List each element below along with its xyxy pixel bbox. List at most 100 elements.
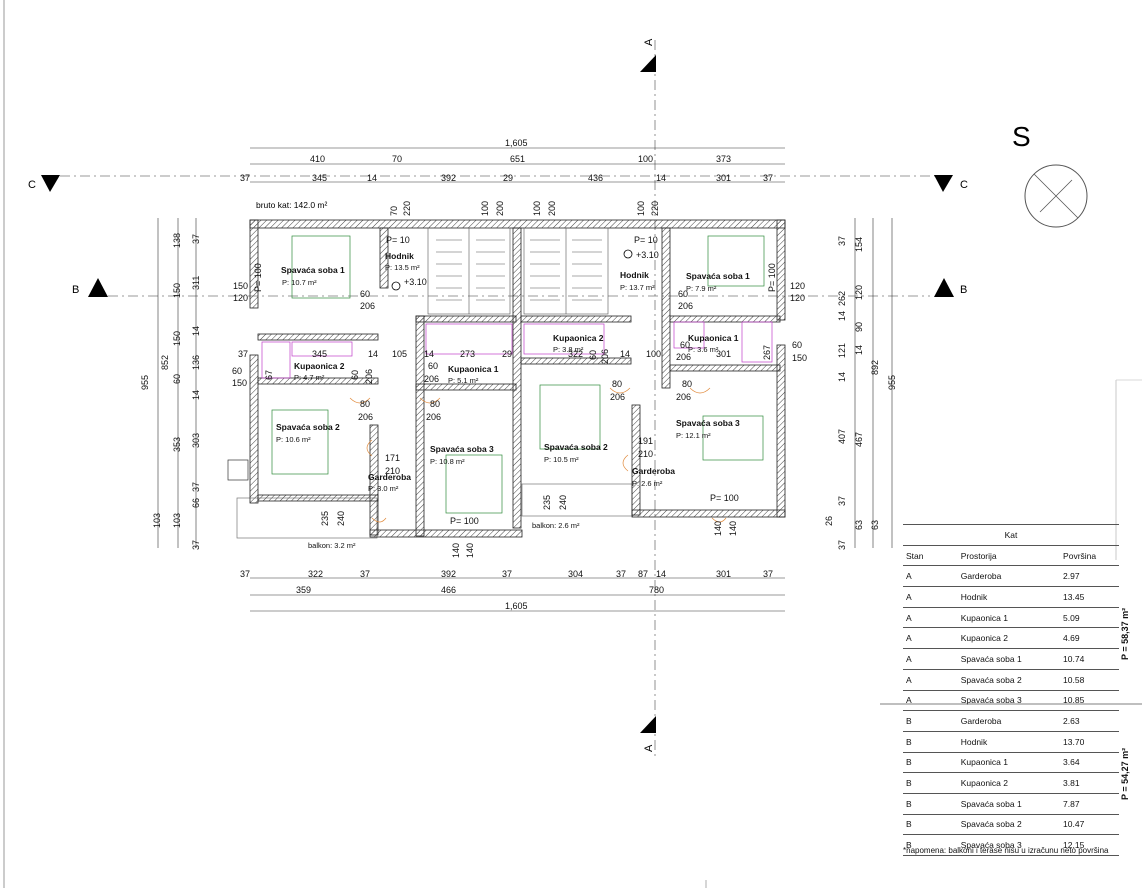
dim-right-37b: 37 (837, 496, 847, 506)
dim-left-136: 136 (191, 355, 201, 370)
section-marker-b-right: B (934, 278, 967, 297)
open-191: 191 (638, 436, 653, 446)
dim-right-955: 955 (887, 375, 897, 390)
dim-left-150b: 150 (172, 331, 182, 346)
header-prostorija: Prostorija (957, 545, 1061, 567)
dim-right-26: 26 (824, 516, 834, 526)
open-140-c: 140 (713, 521, 723, 536)
svg-text:Kupaonica 1: Kupaonica 1 (688, 333, 739, 343)
open-100-f: 100 (646, 349, 661, 359)
section-marker-c-left: C (28, 175, 60, 192)
svg-text:P: 13.5 m²: P: 13.5 m² (385, 263, 420, 272)
table-note: *napomena: balkoni i terase nisu u izrač… (903, 846, 1109, 855)
svg-text:B: B (960, 284, 967, 296)
dim-top-29: 29 (503, 173, 513, 183)
dim-right-63a: 63 (854, 520, 864, 530)
open-14-c: 14 (620, 349, 630, 359)
open-60-h: 60 (680, 340, 690, 350)
open-240-b: 240 (558, 495, 568, 510)
open-273: 273 (460, 349, 475, 359)
dim-left-852: 852 (160, 355, 170, 370)
open-322: 322 (568, 349, 583, 359)
room-b-hodnik: Hodnik P: 13.7 m² (620, 270, 655, 292)
svg-text:Spavaća soba 3: Spavaća soba 3 (676, 418, 740, 428)
open-220-a: 220 (402, 201, 412, 216)
open-120-b: 120 (790, 281, 805, 291)
svg-text:A: A (643, 38, 655, 46)
dim-top-345: 345 (312, 173, 327, 183)
svg-text:Spavaća soba 2: Spavaća soba 2 (276, 422, 340, 432)
dim-bot-466: 466 (441, 585, 456, 595)
open-150-a: 150 (233, 281, 248, 291)
dim-top-14b: 14 (656, 173, 666, 183)
dim-left-37a: 37 (191, 234, 201, 244)
dim-left-66: 66 (191, 498, 201, 508)
open-206-e: 206 (676, 392, 691, 402)
dim-right-120: 120 (854, 285, 864, 300)
svg-text:Spavaća soba 1: Spavaća soba 1 (281, 265, 345, 275)
dim-bot-37a: 37 (240, 569, 250, 579)
dim-right-14a: 14 (837, 311, 847, 321)
dim-bot-301: 301 (716, 569, 731, 579)
dim-bot-37e: 37 (763, 569, 773, 579)
open-206-g: 206 (426, 412, 441, 422)
dim-left-60: 60 (172, 374, 182, 384)
open-14-b: 14 (424, 349, 434, 359)
dim-right-467: 467 (854, 432, 864, 447)
opening-p10-a: P= 10 (386, 235, 410, 245)
section-marker-a-top: A (640, 38, 656, 72)
opening-p100-b2: P= 100 (710, 493, 739, 503)
svg-text:P: 12.1 m²: P: 12.1 m² (676, 431, 711, 440)
dim-top-651: 651 (510, 154, 525, 164)
level-marker-b (623, 249, 633, 259)
open-206-i: 206 (600, 349, 610, 364)
open-345: 345 (312, 349, 327, 359)
table-caption: Kat (903, 524, 1119, 546)
dim-right-14b: 14 (837, 372, 847, 382)
open-140-d: 140 (728, 521, 738, 536)
door-swings (349, 387, 727, 523)
dim-bot-37b: 37 (360, 569, 370, 579)
level-b: +3.10 (636, 250, 659, 260)
svg-text:Garderoba: Garderoba (632, 466, 675, 476)
dim-top-37a: 37 (240, 173, 250, 183)
svg-text:Hodnik: Hodnik (620, 270, 649, 280)
open-301: 301 (716, 349, 731, 359)
open-206-d: 206 (610, 392, 625, 402)
dimension-lines (157, 147, 893, 612)
dim-bot-total: 1,605 (505, 601, 528, 611)
dim-bot-87: 87 (638, 569, 648, 579)
open-60-a: 60 (360, 289, 370, 299)
open-14-a: 14 (368, 349, 378, 359)
dim-left-103a: 103 (172, 513, 182, 528)
open-60-f: 60 (350, 370, 360, 380)
dim-left-303: 303 (191, 433, 201, 448)
open-105: 105 (392, 349, 407, 359)
beds (271, 235, 765, 514)
dim-left-14a: 14 (191, 326, 201, 336)
open-80-a: 80 (612, 379, 622, 389)
dim-right-262: 262 (837, 291, 847, 306)
open-120-c: 120 (790, 293, 805, 303)
svg-text:B: B (72, 284, 79, 296)
dim-bot-14: 14 (656, 569, 666, 579)
section-marker-b-left: B (72, 278, 108, 297)
open-120-a: 120 (233, 293, 248, 303)
room-b-kupaonica-2: Kupaonica 2 P: 3.8 m² (553, 333, 604, 354)
dim-right-37c: 37 (837, 540, 847, 550)
dim-bot-322: 322 (308, 569, 323, 579)
open-200-b: 200 (547, 201, 557, 216)
room-a-spavaca-3: Spavaća soba 3 P: 10.8 m² (430, 444, 494, 466)
section-marker-c-right: C (934, 175, 968, 192)
open-206-b: 206 (678, 301, 693, 311)
dim-bot-392: 392 (441, 569, 456, 579)
dim-top-301: 301 (716, 173, 731, 183)
dim-left-353: 353 (172, 437, 182, 452)
